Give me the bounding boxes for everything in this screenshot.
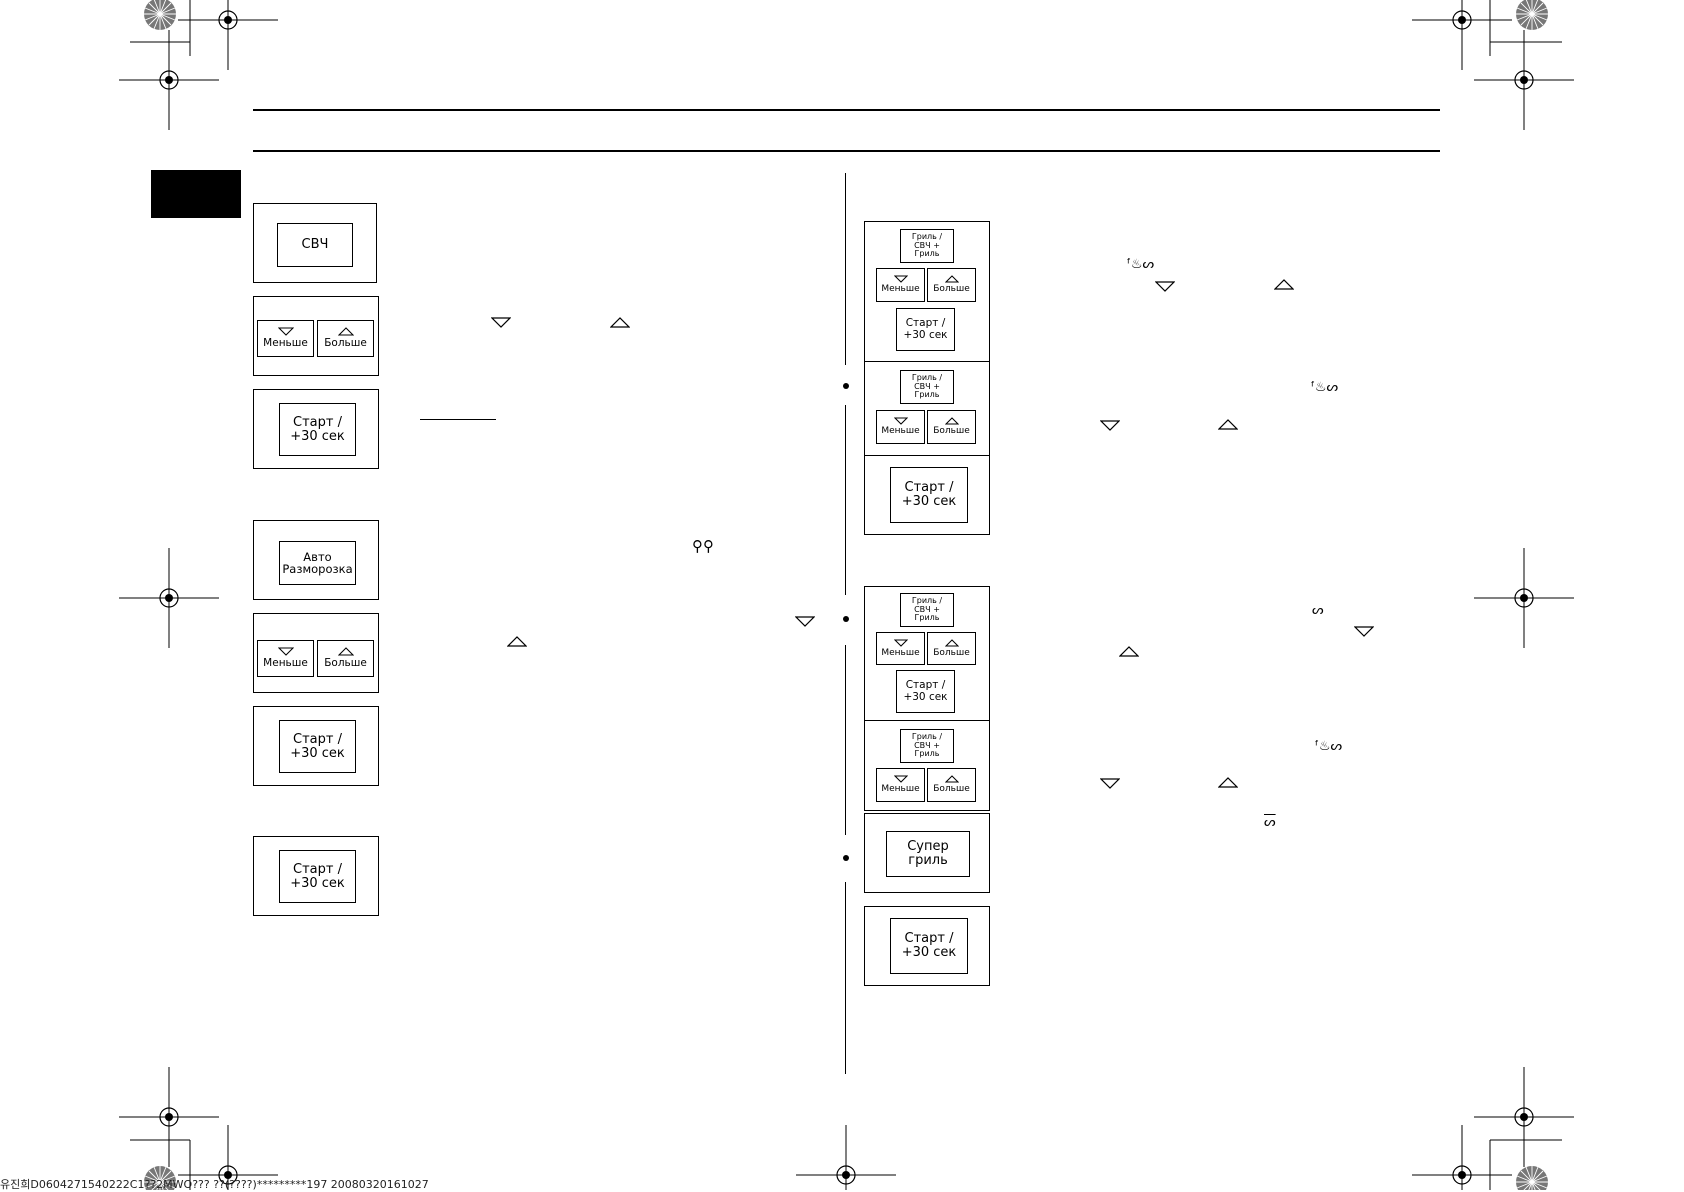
less-button[interactable]: Меньше (257, 320, 314, 357)
more-label: Больше (324, 337, 367, 350)
bullet-dot (843, 616, 849, 622)
grill-combi-button[interactable]: Гриль / СВЧ + Гриль (900, 229, 954, 263)
triangle-down-icon (893, 417, 908, 425)
triangle-down-icon (1100, 420, 1120, 431)
triangle-down-icon (1100, 778, 1120, 789)
auto-defrost-button[interactable]: Авто Разморозка (279, 541, 356, 585)
triangle-up-icon (944, 275, 959, 283)
less-label: Меньше (881, 426, 920, 437)
grill-combi-button[interactable]: Гриль / СВЧ + Гриль (900, 729, 954, 763)
less-label: Меньше (881, 284, 920, 295)
triangle-down-icon (1155, 281, 1175, 292)
start-button[interactable]: Старт / +30 сек (890, 467, 968, 523)
grill-combi-button[interactable]: Гриль / СВЧ + Гриль (900, 593, 954, 627)
microwave-button[interactable]: СВЧ (277, 223, 353, 267)
header-top-rule (253, 109, 1440, 111)
triangle-up-icon (944, 417, 959, 425)
less-label: Меньше (881, 647, 920, 658)
grill-panel: Гриль / СВЧ + Гриль Меньше Больше Старт … (864, 586, 990, 721)
microwave-grill-icon: ᶠ♨ᔕ (1311, 380, 1339, 395)
less-button[interactable]: Меньше (876, 632, 925, 665)
start-button[interactable]: Старт / +30 сек (279, 850, 356, 903)
less-label: Меньше (263, 657, 308, 670)
less-button[interactable]: Меньше (257, 640, 314, 677)
grill-panel: Гриль / СВЧ + Гриль Меньше Больше (864, 361, 990, 456)
less-label: Меньше (881, 784, 920, 795)
more-button[interactable]: Больше (927, 268, 976, 302)
power-adjust-panel: Меньше Больше (253, 296, 379, 376)
triangle-down-icon (277, 327, 294, 337)
triangle-up-icon (944, 775, 959, 783)
column-divider-lower (845, 645, 846, 835)
underline-rule (420, 419, 496, 420)
grill-panel: Гриль / СВЧ + Гриль Меньше Больше Старт … (864, 221, 990, 362)
language-tab (151, 170, 241, 218)
more-label: Больше (933, 426, 970, 437)
triangle-down-icon (893, 639, 908, 647)
more-button[interactable]: Больше (927, 768, 976, 802)
less-button[interactable]: Меньше (876, 410, 925, 444)
more-button[interactable]: Больше (317, 640, 374, 677)
more-button[interactable]: Больше (927, 632, 976, 665)
start-button[interactable]: Старт / +30 сек (279, 403, 356, 456)
column-divider-middle (845, 405, 846, 595)
triangle-up-icon (1119, 646, 1139, 657)
triangle-down-icon (795, 616, 815, 627)
more-label: Больше (933, 647, 970, 658)
start-button[interactable]: Старт / +30 сек (890, 918, 968, 974)
super-grill-panel: Супер гриль (864, 813, 990, 893)
defrost-adjust-panel: Меньше Больше (253, 613, 379, 693)
start-panel: Старт / +30 сек (864, 906, 990, 986)
super-grill-button[interactable]: Супер гриль (886, 831, 970, 877)
less-button[interactable]: Меньше (876, 768, 925, 802)
start-panel: Старт / +30 сек (864, 455, 990, 535)
start-panel: Старт / +30 сек (253, 836, 379, 916)
triangle-up-icon (944, 639, 959, 647)
triangle-up-icon (1218, 419, 1238, 430)
triangle-down-icon (277, 647, 294, 657)
more-button[interactable]: Больше (927, 410, 976, 444)
triangle-down-icon (491, 317, 511, 328)
start-panel: Старт / +30 сек (253, 706, 379, 786)
triangle-down-icon (893, 275, 908, 283)
start-button[interactable]: Старт / +30 сек (896, 670, 955, 713)
triangle-up-icon (1218, 777, 1238, 788)
grill-icon: ᔕ (1312, 603, 1324, 618)
grill-panel: Гриль / СВЧ + Гриль Меньше Больше (864, 720, 990, 811)
triangle-up-icon (337, 647, 354, 656)
microwave-mode-panel: СВЧ (253, 203, 377, 283)
print-imprint: 유진희D0604271540222C1??2MWO??? ??(????)***… (0, 1178, 429, 1191)
more-label: Больше (933, 284, 970, 295)
triangle-up-icon (1274, 279, 1294, 290)
grill-combi-button[interactable]: Гриль / СВЧ + Гриль (900, 370, 954, 404)
triangle-down-icon (893, 775, 908, 783)
less-button[interactable]: Меньше (876, 268, 925, 302)
defrost-mode-panel: Авто Разморозка (253, 520, 379, 600)
super-grill-icon: ᔕ (1264, 815, 1276, 830)
microwave-grill-icon: ᶠ♨ᔕ (1315, 739, 1343, 754)
triangle-up-icon (337, 327, 354, 336)
more-label: Больше (933, 784, 970, 795)
more-button[interactable]: Больше (317, 320, 374, 357)
defrost-icon: ⚲⚲ (692, 537, 714, 555)
start-button[interactable]: Старт / +30 сек (896, 308, 955, 351)
start-panel: Старт / +30 сек (253, 389, 379, 469)
header-bottom-rule (253, 150, 1440, 152)
triangle-down-icon (1354, 626, 1374, 637)
less-label: Меньше (263, 337, 308, 350)
microwave-grill-icon: ᶠ♨ᔕ (1127, 257, 1155, 272)
more-label: Больше (324, 657, 367, 670)
bullet-dot (843, 383, 849, 389)
bullet-dot (843, 855, 849, 861)
column-divider-bottom (845, 882, 846, 1074)
column-divider-top (845, 173, 846, 365)
triangle-up-icon (610, 317, 630, 328)
start-button[interactable]: Старт / +30 сек (279, 720, 356, 773)
triangle-up-icon (507, 636, 527, 647)
